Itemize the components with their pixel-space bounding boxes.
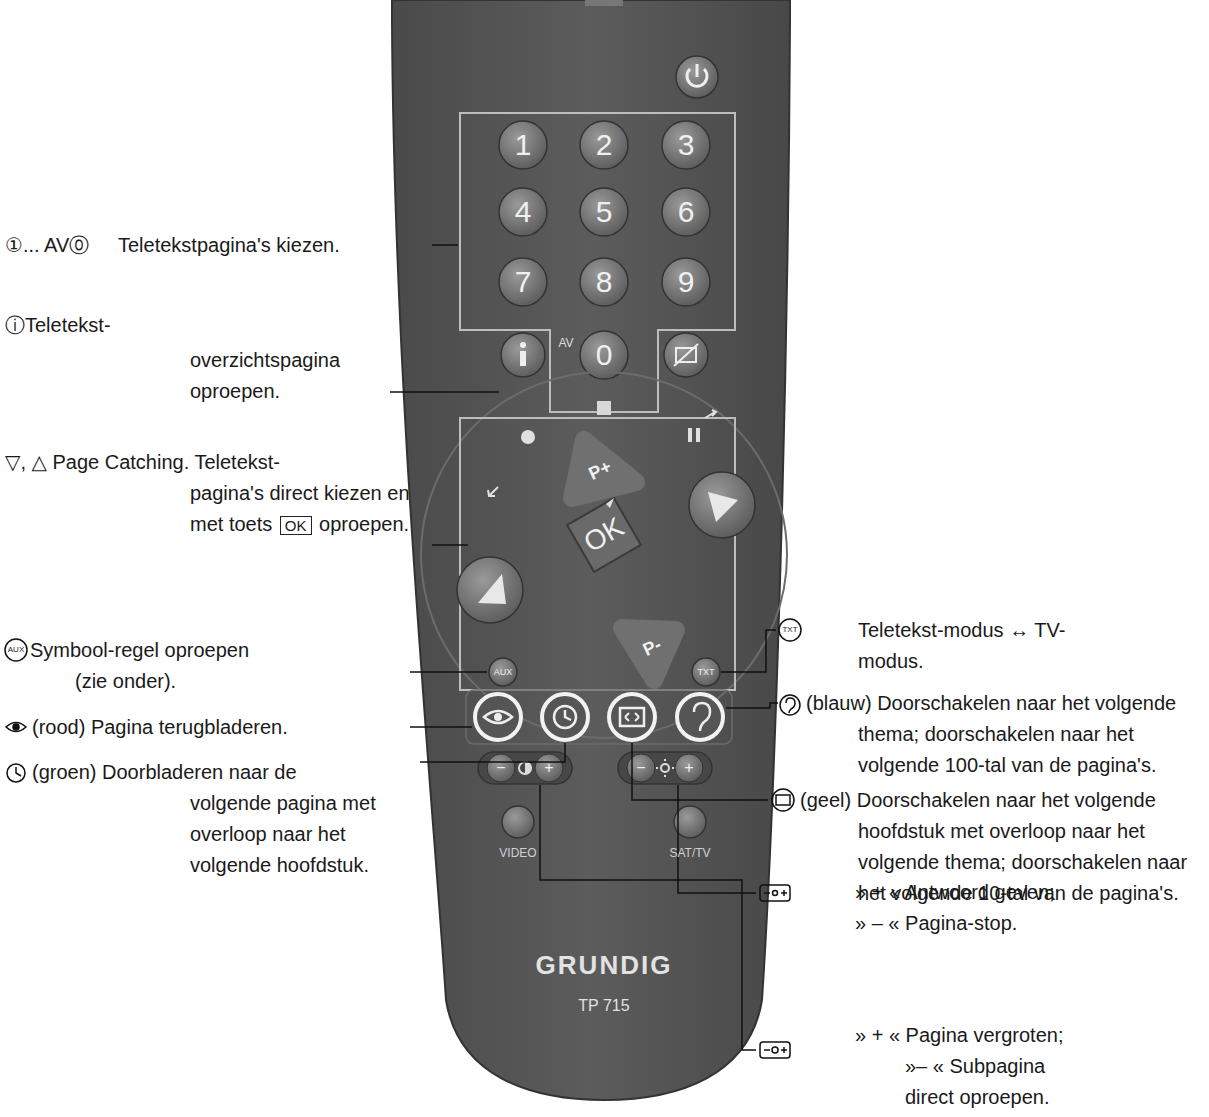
key-label: TXT: [692, 667, 720, 678]
annotation-text: oproepen.: [319, 513, 409, 535]
number-key-label: 5: [584, 194, 624, 230]
annotation-text: (rood) Pagina terugbladeren.: [32, 712, 402, 743]
key-label: +: [537, 758, 561, 777]
key-label: −: [629, 758, 653, 777]
brand-name: GRUNDIG: [504, 950, 704, 981]
key-label: SAT/TV: [655, 846, 725, 860]
annotation-text: ▽, △ Page Catching. Teletekst-: [5, 447, 425, 478]
number-key-label: 2: [584, 127, 624, 163]
number-key-label: 8: [584, 264, 624, 300]
annotation-block: pagina's direct kiezen en met toets OK o…: [190, 478, 430, 541]
icon-label: AUX: [5, 645, 27, 655]
key-label: VIDEO: [483, 846, 553, 860]
number-key-label: 0: [584, 337, 624, 373]
annotation-text: Teletekst-modus ↔ TV-modus.: [858, 615, 1073, 677]
number-key-label: 7: [503, 264, 543, 300]
annotation-text: ⓘTeletekst-: [5, 310, 205, 341]
annotation-text: overzichtspagina oproepen.: [190, 345, 380, 407]
annotation-text: (blauw) Doorschakelen naar het volgende …: [806, 688, 1204, 781]
key-name-box: OK: [280, 516, 312, 535]
number-key-label: 6: [666, 194, 706, 230]
annotation-text: » + « Pagina vergroten; »– « Subpagina d…: [855, 1020, 1087, 1113]
key-label: AUX: [489, 667, 517, 678]
key-symbols: ①... AV⓪: [5, 230, 115, 261]
number-key-label: 3: [666, 127, 706, 163]
annotation-text: » + « Antwoord geven; » – « Pagina-stop.: [855, 877, 1067, 939]
annotation-text: Symbool-regel oproepen (zie onder).: [30, 635, 275, 697]
annotation-text: Teletekstpagina's kiezen.: [118, 230, 428, 261]
key-label: −: [489, 758, 513, 777]
key-label: AV: [551, 336, 581, 350]
annotation-text: (groen) Doorbladeren naar de volgende pa…: [32, 757, 377, 881]
number-key-label: 9: [666, 264, 706, 300]
icon-label: TXT: [779, 625, 801, 635]
model-number: TP 715: [544, 996, 664, 1015]
key-label: +: [677, 758, 701, 777]
number-key-label: 1: [503, 127, 543, 163]
number-key-label: 4: [503, 194, 543, 230]
